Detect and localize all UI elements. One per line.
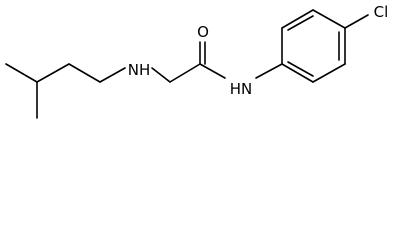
bond-carbonyl-nh bbox=[199, 63, 226, 79]
ring-bond-5 bbox=[281, 9, 314, 29]
carbonyl-o-label: O bbox=[197, 23, 209, 41]
bond-nh-ring bbox=[255, 63, 283, 79]
ring-bond-1 bbox=[281, 63, 314, 83]
bond-ch2-carbonyl bbox=[169, 63, 201, 83]
ring-bond-2 bbox=[312, 63, 346, 83]
ring-bond-4 bbox=[312, 9, 346, 29]
bond-ch2-nh bbox=[99, 67, 126, 83]
amide-hn-label: HN bbox=[230, 80, 253, 98]
chemical-structure: NH O HN Cl bbox=[5, 3, 389, 119]
bond-ch-ch2 bbox=[36, 63, 70, 83]
bond-methyl-top bbox=[5, 63, 38, 83]
bond-nh-ch2 bbox=[151, 67, 171, 83]
bond-ch2-ch2 bbox=[68, 63, 101, 83]
amine-nh-label: NH bbox=[128, 61, 151, 79]
ring-inner-bond-3 bbox=[287, 15, 314, 31]
ring-inner-bond-1 bbox=[287, 61, 314, 77]
chlorine-label: Cl bbox=[374, 3, 389, 21]
bonds bbox=[5, 9, 369, 119]
bond-ring-cl bbox=[344, 14, 369, 29]
atom-labels: NH O HN Cl bbox=[128, 3, 389, 98]
